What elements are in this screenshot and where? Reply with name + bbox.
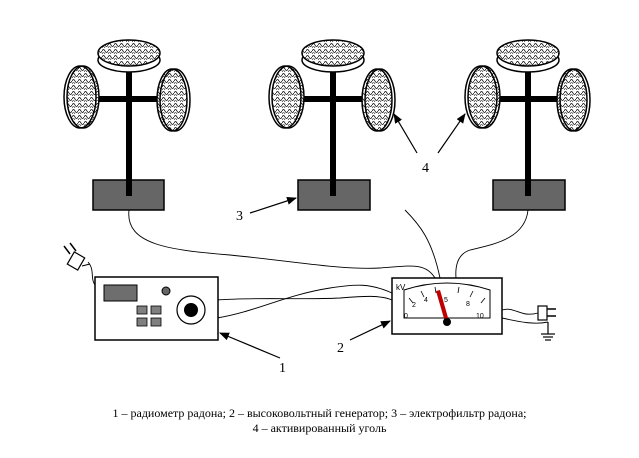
caption-line-2: 4 – активированный уголь: [252, 421, 387, 435]
charcoal-cartridge-left: [467, 65, 501, 129]
callout-3: 3: [236, 196, 297, 224]
charcoal-cartridge-right: [556, 68, 588, 132]
meter-tick-5: 5: [444, 297, 448, 304]
meter-tick-8: 8: [466, 301, 470, 308]
cable-radiometer-generator-2: [216, 295, 393, 301]
charcoal-cartridge-right: [156, 68, 188, 132]
charcoal-cartridge-top: [97, 39, 161, 67]
power-plug-right: [537, 305, 556, 321]
meter-tick-10: 10: [476, 313, 484, 320]
meter-unit: kV: [396, 283, 406, 292]
label-3: 3: [236, 209, 243, 224]
charcoal-cartridge-left: [66, 65, 100, 129]
callout-1: 1: [219, 332, 286, 376]
keypad: [136, 305, 162, 327]
charcoal-cartridge-left: [271, 65, 305, 129]
meter-scale-ticks: [408, 286, 486, 304]
radiometer-display: [103, 284, 138, 302]
caption-line-1: 1 – радиометр радона; 2 – высоковольтный…: [112, 406, 527, 420]
filter-unit-right: [464, 39, 591, 211]
cables: [87, 209, 549, 324]
meter-tick-0: 0: [404, 313, 408, 320]
callout-2: 2: [337, 320, 391, 356]
meter-pivot: [443, 318, 451, 326]
callout-4: 4: [393, 113, 466, 176]
label-2: 2: [337, 341, 344, 356]
cable-ground: [501, 317, 549, 324]
charcoal-cartridge-right: [361, 68, 393, 132]
meter-tick-4: 4: [424, 297, 428, 304]
radiometer: [94, 276, 219, 341]
cable-left-filter: [128, 209, 436, 279]
cable-radiometer-plug: [87, 261, 96, 286]
cable-radiometer-generator: [216, 284, 393, 319]
charcoal-cartridge-top: [301, 39, 365, 67]
label-1: 1: [279, 361, 286, 376]
indicator-lamp: [161, 286, 171, 296]
figure-caption: 1 – радиометр радона; 2 – высоковольтный…: [0, 406, 639, 436]
charcoal-cartridge-top: [496, 39, 560, 67]
knob-inner: [184, 303, 198, 317]
label-4: 4: [422, 161, 429, 176]
meter-needle: [436, 290, 449, 322]
cable-right-filter: [455, 209, 529, 279]
meter-tick-2: 2: [412, 302, 416, 309]
filter-unit-left: [63, 39, 191, 211]
ground-symbol: [541, 322, 555, 341]
high-voltage-generator: kV 0 2 4 5 8 10: [391, 277, 503, 335]
filter-unit-middle: [268, 39, 396, 211]
power-plug-left: [63, 242, 91, 271]
meter-arc: [403, 282, 491, 319]
cable-generator-plug: [501, 308, 539, 315]
cable-middle-filter: [404, 209, 441, 279]
